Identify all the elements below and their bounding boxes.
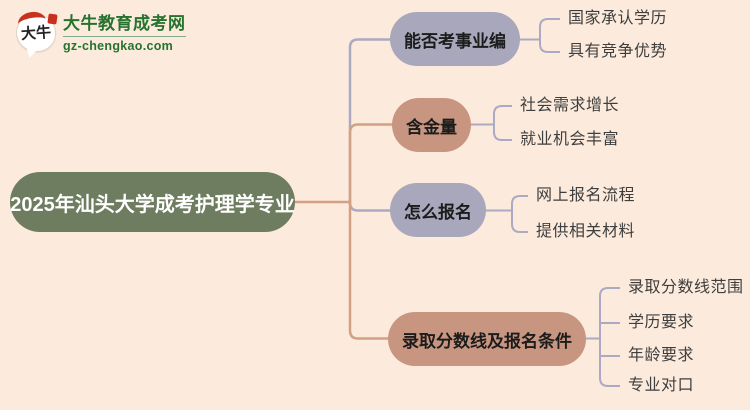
site-url: gz-chengkao.com — [63, 39, 174, 54]
connector-branch-4 — [348, 202, 392, 340]
logo-text-block: 大牛教育成考网 gz-chengkao.com — [63, 14, 186, 53]
leaf-item[interactable]: 专业对口 — [628, 377, 695, 394]
leaf-item[interactable]: 提供相关材料 — [536, 223, 636, 240]
site-name: 大牛教育成考网 — [63, 14, 186, 38]
leaf-item[interactable]: 就业机会丰富 — [520, 131, 620, 148]
leaf-item[interactable]: 录取分数线范围 — [628, 279, 744, 296]
connector-branch-1 — [348, 38, 394, 202]
leaf-item[interactable]: 年龄要求 — [628, 347, 695, 364]
branch-node-how-to-apply[interactable]: 怎么报名 — [390, 183, 486, 237]
branch-node-admission-requirements[interactable]: 录取分数线及报名条件 — [388, 312, 586, 366]
leaf-item[interactable]: 具有竞争优势 — [568, 43, 668, 60]
root-node[interactable]: 2025年汕头大学成考护理学专业 — [10, 172, 295, 232]
branch-node-career-eligibility[interactable]: 能否考事业编 — [390, 12, 520, 66]
site-logo: 大牛 大牛教育成考网 gz-chengkao.com — [16, 9, 186, 59]
bracket-branch-2 — [465, 105, 512, 141]
branch-node-value[interactable]: 含金量 — [392, 98, 471, 152]
logo-bubble-icon: 大牛 — [16, 9, 58, 59]
leaf-item[interactable]: 网上报名流程 — [536, 187, 636, 204]
leaf-item[interactable]: 社会需求增长 — [520, 97, 620, 114]
connector-branch-3 — [348, 200, 394, 212]
leaf-item[interactable]: 国家承认学历 — [568, 10, 668, 27]
bracket-branch-4 — [572, 287, 620, 387]
leaf-item[interactable]: 学历要求 — [628, 314, 695, 331]
connector-branch-2 — [348, 123, 396, 202]
